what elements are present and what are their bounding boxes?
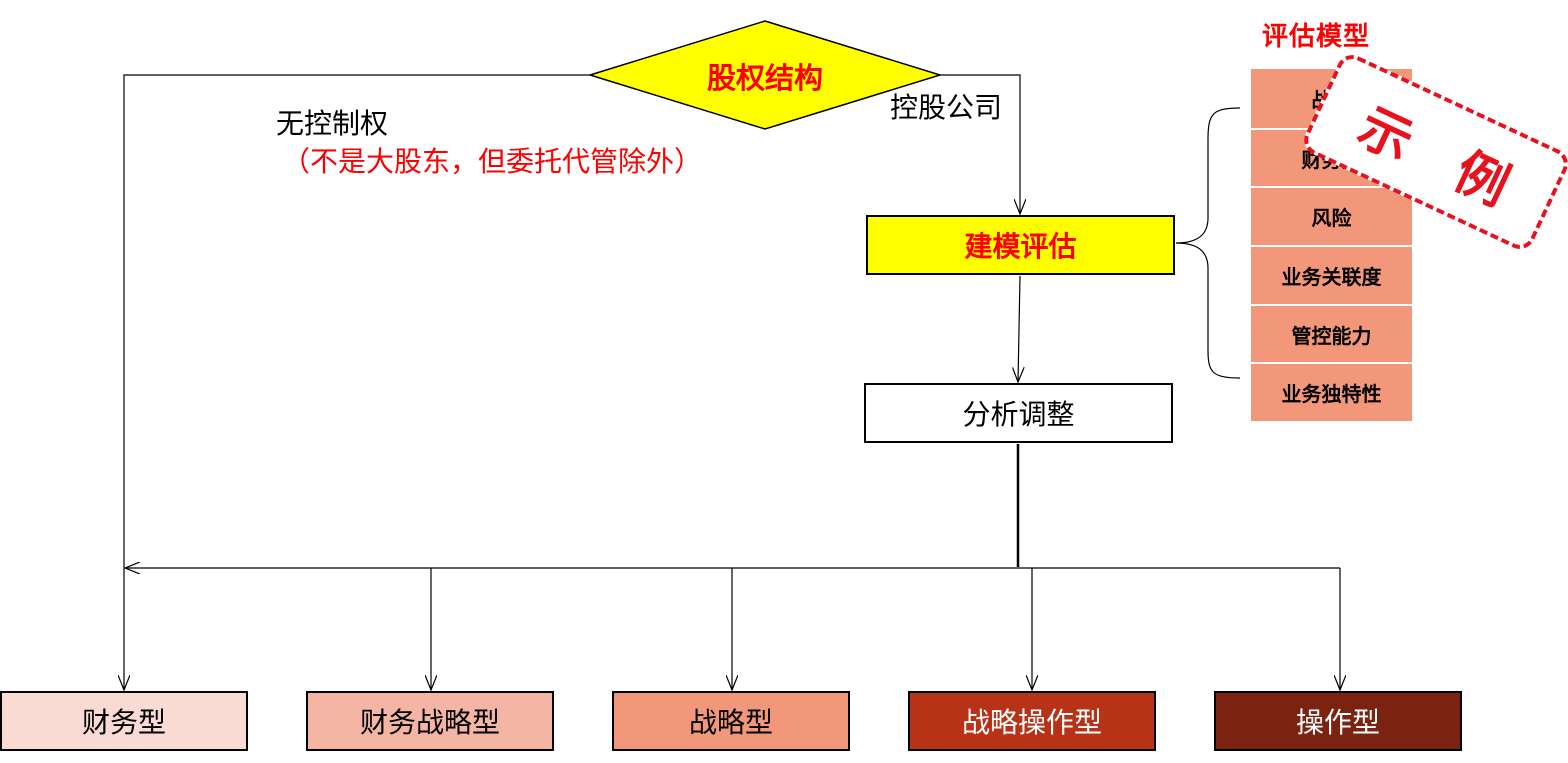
decision-label: 股权结构 <box>706 61 823 95</box>
type-label-strategic: 战略型 <box>688 706 773 739</box>
stamp-char-2: 例 <box>1445 140 1519 218</box>
evaluation-model-title: 评估模型 <box>1262 22 1371 52</box>
type-label-financial-strategic: 财务战略型 <box>359 706 500 739</box>
model-evaluation-box: 建模评估 <box>866 215 1175 275</box>
branch-holding-label: 控股公司 <box>890 91 1003 124</box>
type-box-operational: 操作型 <box>1214 691 1462 751</box>
connector-holding <box>940 74 1020 214</box>
model-item-control-capability: 管控能力 <box>1251 303 1412 363</box>
type-label-strategic-operational: 战略操作型 <box>961 706 1102 739</box>
model-brace <box>1175 107 1241 379</box>
connector-model-to-adjust <box>1018 275 1020 382</box>
type-box-financial-strategic: 财务战略型 <box>306 691 554 751</box>
model-item-business-relevance: 业务关联度 <box>1251 245 1412 304</box>
connector-no-control <box>124 74 590 690</box>
type-box-financial: 财务型 <box>0 691 248 751</box>
decision-diamond <box>587 20 943 130</box>
stamp-char-1: 示 <box>1349 95 1423 173</box>
type-label-operational: 操作型 <box>1295 706 1380 739</box>
analysis-adjust-box: 分析调整 <box>864 383 1173 443</box>
type-label-financial: 财务型 <box>81 706 166 739</box>
branch-no-control-note: （不是大股东，但委托代管除外） <box>282 145 703 178</box>
branch-no-control-label: 无控制权 <box>276 107 389 140</box>
type-box-strategic-operational: 战略操作型 <box>908 691 1156 751</box>
type-box-strategic: 战略型 <box>612 691 850 751</box>
model-item-business-uniqueness: 业务独特性 <box>1251 362 1412 422</box>
model-item-risk: 风险 <box>1251 186 1412 246</box>
